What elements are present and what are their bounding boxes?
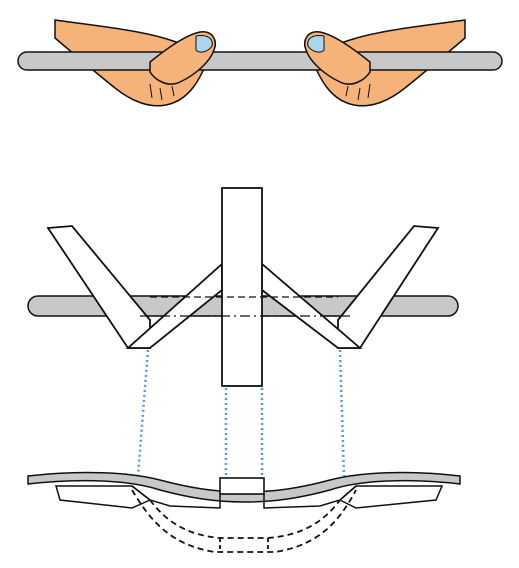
top-rod: [17, 51, 503, 71]
hidden-fold-inner: [149, 499, 341, 539]
strip-left-flange: [55, 485, 152, 509]
projection-line-left: [136, 349, 150, 477]
right-outer-arm: [337, 225, 440, 349]
left-finger-creases: [149, 83, 175, 101]
bent-strip: [27, 471, 461, 503]
left-outer-arm: [46, 225, 151, 349]
right-finger-creases: [345, 83, 371, 101]
projection-line-right: [338, 349, 346, 477]
strip-center-block: [219, 477, 265, 495]
panel-bent-strip-cross-section: [27, 471, 461, 553]
left-thumbnail: [195, 35, 213, 53]
panel-hands-holding-rod: [17, 19, 503, 107]
strip-right-flange: [338, 485, 444, 509]
strip-left-inner-fold: [131, 485, 221, 509]
panel-folded-part-on-rod: [27, 187, 459, 478]
strip-right-inner-fold: [263, 485, 357, 509]
hidden-fold-outer: [131, 489, 357, 553]
right-thumbnail: [307, 35, 325, 53]
center-post: [221, 187, 263, 387]
